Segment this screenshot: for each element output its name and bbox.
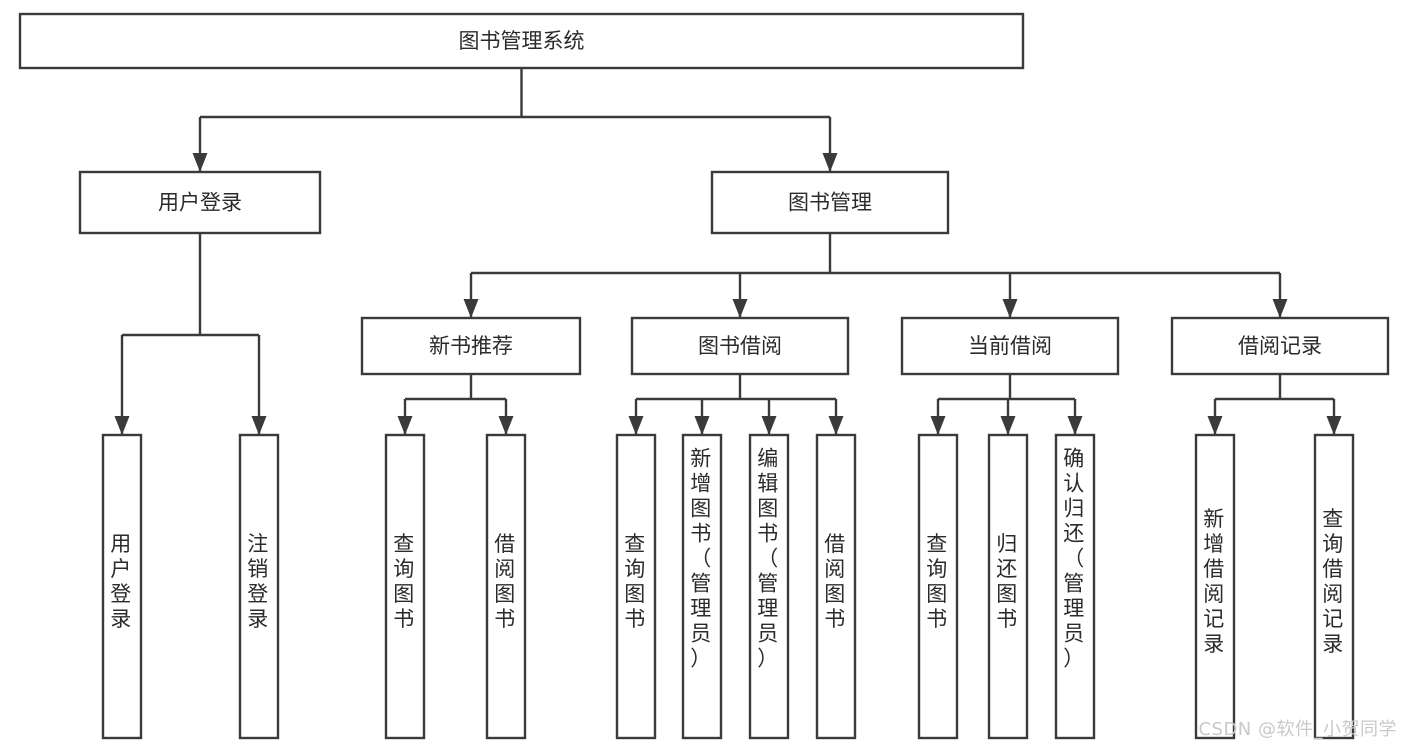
node-borrow-record[interactable]: 借阅记录	[1170, 316, 1390, 376]
node-new-book-recommend[interactable]: 新书推荐	[360, 316, 582, 376]
leaf-node-11[interactable]: 确认归还（管理员）	[1054, 433, 1096, 740]
leaf-node-1-label: 用户登录	[110, 532, 134, 631]
leaf-node-4[interactable]: 借阅图书	[485, 433, 527, 740]
leaf-node-2[interactable]: 注销登录	[238, 433, 280, 740]
leaf-node-9-label: 查询图书	[926, 532, 950, 631]
leaf-node-6[interactable]: 新增图书（管理员）	[681, 433, 723, 740]
leaf-node-8[interactable]: 借阅图书	[815, 433, 857, 740]
node-book-management[interactable]: 图书管理	[710, 170, 950, 235]
leaf-node-3[interactable]: 查询图书	[384, 433, 426, 740]
node-current-borrow-label: 当前借阅	[968, 334, 1052, 358]
connector-layer	[114, 68, 1342, 435]
leaf-node-6-label: 新增图书（管理员）	[690, 447, 714, 671]
root-node-book-management-system[interactable]: 图书管理系统	[18, 12, 1025, 70]
csdn-watermark: CSDN @软件_小贺同学	[1198, 719, 1397, 740]
leaf-node-4-label: 借阅图书	[494, 532, 518, 631]
leaf-node-10-label: 归还图书	[996, 532, 1020, 631]
leaf-node-1[interactable]: 用户登录	[101, 433, 143, 740]
node-new-book-recommend-label: 新书推荐	[429, 334, 513, 358]
leaf-node-5[interactable]: 查询图书	[615, 433, 657, 740]
leaf-node-12-label: 新增借阅记录	[1203, 507, 1227, 656]
leaf-node-9[interactable]: 查询图书	[917, 433, 959, 740]
leaf-node-7[interactable]: 编辑图书（管理员）	[748, 433, 790, 740]
leaf-node-8-label: 借阅图书	[824, 532, 848, 631]
leaf-node-13-label: 查询借阅记录	[1322, 507, 1346, 656]
leaf-node-5-label: 查询图书	[624, 532, 648, 631]
node-book-management-label: 图书管理	[788, 191, 872, 215]
node-book-borrow[interactable]: 图书借阅	[630, 316, 850, 376]
node-user-login[interactable]: 用户登录	[78, 170, 322, 235]
node-user-login-label: 用户登录	[158, 191, 242, 215]
root-node-book-management-system-label: 图书管理系统	[459, 29, 585, 53]
node-borrow-record-label: 借阅记录	[1238, 334, 1322, 358]
node-layer: 图书管理系统用户登录图书管理新书推荐图书借阅当前借阅借阅记录用户登录注销登录查询…	[18, 12, 1390, 740]
node-current-borrow[interactable]: 当前借阅	[900, 316, 1120, 376]
leaf-node-11-label: 确认归还（管理员）	[1063, 447, 1087, 671]
leaf-node-2-label: 注销登录	[247, 532, 271, 631]
leaf-node-12[interactable]: 新增借阅记录	[1194, 433, 1236, 740]
leaf-node-7-label: 编辑图书（管理员）	[757, 447, 781, 671]
leaf-node-10[interactable]: 归还图书	[987, 433, 1029, 740]
leaf-node-13[interactable]: 查询借阅记录	[1313, 433, 1355, 740]
node-book-borrow-label: 图书借阅	[698, 334, 782, 358]
leaf-node-3-label: 查询图书	[393, 532, 417, 631]
